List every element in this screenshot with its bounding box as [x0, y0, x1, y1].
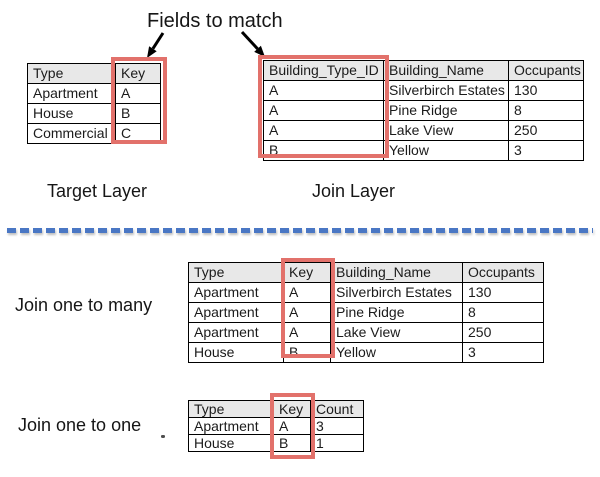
table-cell: A: [273, 417, 311, 435]
target-layer-label: Target Layer: [47, 181, 148, 201]
column-header: Building_Type_ID: [263, 60, 384, 81]
table-cell: 3: [310, 417, 364, 435]
right-arrow: [240, 30, 265, 57]
table-cell: 8: [462, 302, 544, 323]
dashed-divider: [7, 228, 593, 233]
column-header: Key: [283, 262, 331, 283]
table-cell: A: [115, 83, 161, 104]
table-cell: 3: [462, 342, 544, 363]
table-cell: A: [283, 322, 331, 343]
table-cell: A: [283, 302, 331, 323]
column-header: Count: [310, 400, 364, 418]
table-cell: Yellow: [383, 140, 509, 161]
table-cell: Silverbirch Estates: [383, 80, 509, 101]
table-cell: Apartment: [188, 322, 284, 343]
table-cell: Apartment: [188, 302, 284, 323]
table-cell: B: [263, 140, 384, 161]
column-header: Type: [188, 262, 284, 283]
table-cell: A: [263, 120, 384, 141]
table-cell: C: [115, 123, 161, 144]
table-cell: A: [263, 100, 384, 121]
table-cell: 130: [462, 282, 544, 303]
table-cell: House: [27, 103, 116, 124]
table-cell: 250: [462, 322, 544, 343]
table-cell: Yellow: [330, 342, 463, 363]
table-cell: A: [263, 80, 384, 101]
column-header: Occupants: [462, 262, 544, 283]
left-arrow: [147, 32, 165, 58]
table-cell: House: [188, 434, 274, 452]
table-cell: Pine Ridge: [330, 302, 463, 323]
table-cell: B: [273, 434, 311, 452]
table-cell: Pine Ridge: [383, 100, 509, 121]
join-one-to-one-label: Join one to one: [18, 415, 142, 435]
table-cell: A: [283, 282, 331, 303]
table-cell: House: [188, 342, 284, 363]
column-header: Occupants: [508, 60, 584, 81]
join-one-to-many-label: Join one to many: [15, 295, 153, 315]
column-header: Key: [115, 63, 161, 84]
diagram-title: Fields to match: [147, 10, 283, 32]
table-cell: Apartment: [188, 282, 284, 303]
column-header: Type: [188, 400, 274, 418]
column-header: Building_Name: [383, 60, 509, 81]
stray-period-dot: [161, 435, 165, 438]
table-cell: Apartment: [188, 417, 274, 435]
table-cell: Commercial: [27, 123, 116, 144]
table-cell: B: [283, 342, 331, 363]
column-header: Key: [273, 400, 311, 418]
table-cell: 3: [508, 140, 584, 161]
table-cell: 130: [508, 80, 584, 101]
column-header: Building_Name: [330, 262, 463, 283]
table-cell: B: [115, 103, 161, 124]
join-layer-label: Join Layer: [312, 181, 396, 201]
table-cell: Silverbirch Estates: [330, 282, 463, 303]
table-cell: 8: [508, 100, 584, 121]
table-cell: 1: [310, 434, 364, 452]
table-cell: 250: [508, 120, 584, 141]
table-cell: Lake View: [330, 322, 463, 343]
table-cell: Lake View: [383, 120, 509, 141]
column-header: Type: [27, 63, 116, 84]
table-cell: Apartment: [27, 83, 116, 104]
